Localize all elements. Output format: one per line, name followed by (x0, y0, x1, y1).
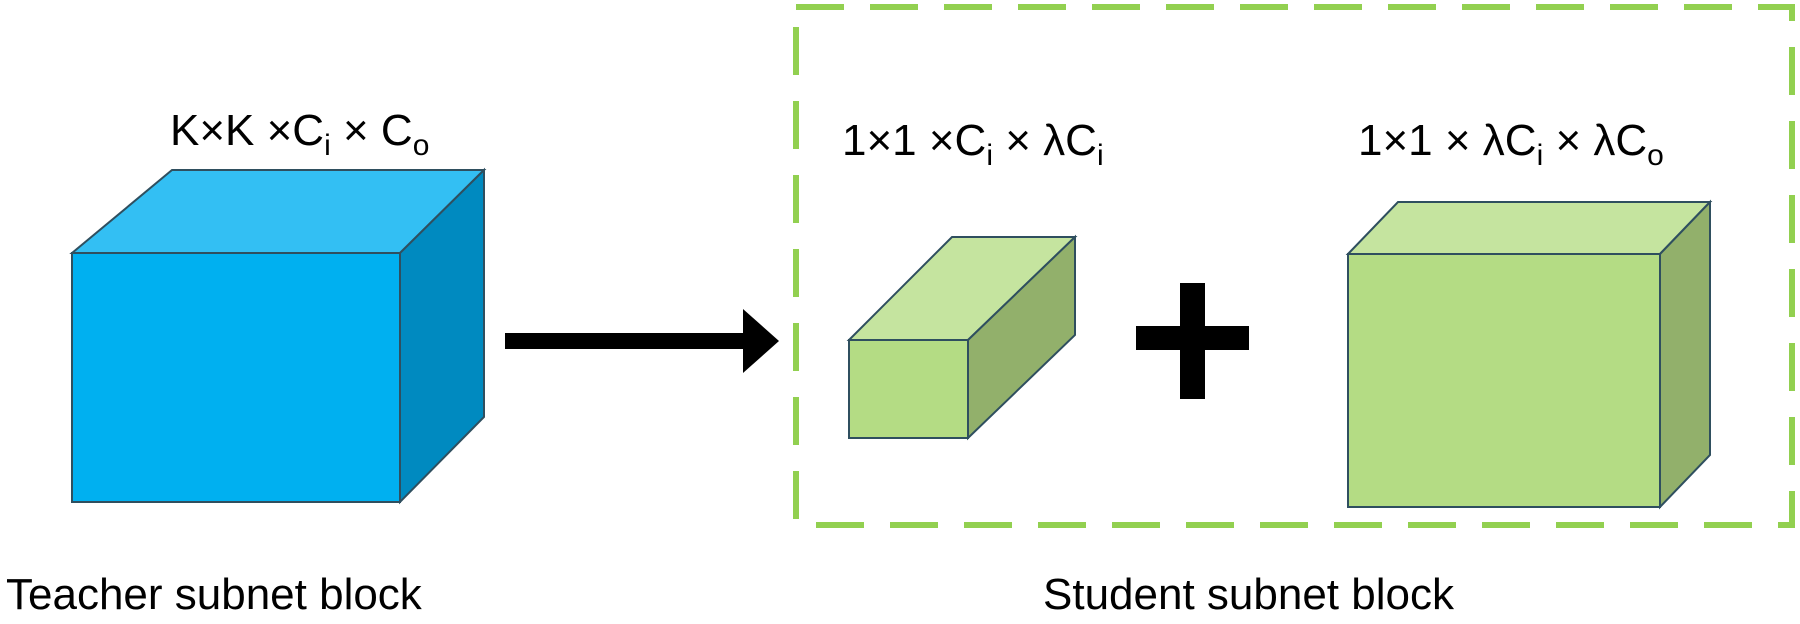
teacher-dim-mid: × C (331, 106, 413, 155)
student-block2-dimension-label: 1×1 × λCi × λCo (1358, 116, 1664, 172)
student-block2-dim-base: 1×1 × λC (1358, 116, 1537, 165)
right-arrow-icon (505, 309, 779, 373)
student-block1-dim-sub2: i (1097, 139, 1104, 172)
teacher-dim-sub1: i (324, 129, 331, 162)
teacher-dim-sub2: o (413, 129, 430, 162)
student-dashed-box (793, 4, 1795, 528)
teacher-cube-front (71, 252, 401, 503)
teacher-dim-base: K×K ×C (170, 106, 324, 155)
student-block1-dim-sub1: i (986, 139, 993, 172)
teacher-dimension-label: K×K ×Ci × Co (170, 106, 429, 162)
plus-icon (1136, 283, 1249, 399)
student-block1-dim-mid: × λC (993, 116, 1097, 165)
student-block1-front (848, 339, 969, 439)
student-block2-dim-sub1: i (1537, 139, 1544, 172)
student-caption: Student subnet block (1043, 570, 1455, 619)
teacher-caption: Teacher subnet block (6, 570, 423, 619)
student-block1-dim-base: 1×1 ×C (842, 116, 986, 165)
student-block2-front (1347, 253, 1661, 508)
student-block2-side (1659, 199, 1711, 510)
student-block2-dim-mid: × λC (1543, 116, 1647, 165)
student-block1-cuboid (846, 234, 1078, 441)
student-block2-cube (1345, 199, 1713, 510)
student-block2-top (1345, 201, 1713, 255)
student-block1-dimension-label: 1×1 ×Ci × λCi (842, 116, 1104, 172)
teacher-cube (69, 167, 487, 505)
student-block2-dim-sub2: o (1647, 139, 1664, 172)
